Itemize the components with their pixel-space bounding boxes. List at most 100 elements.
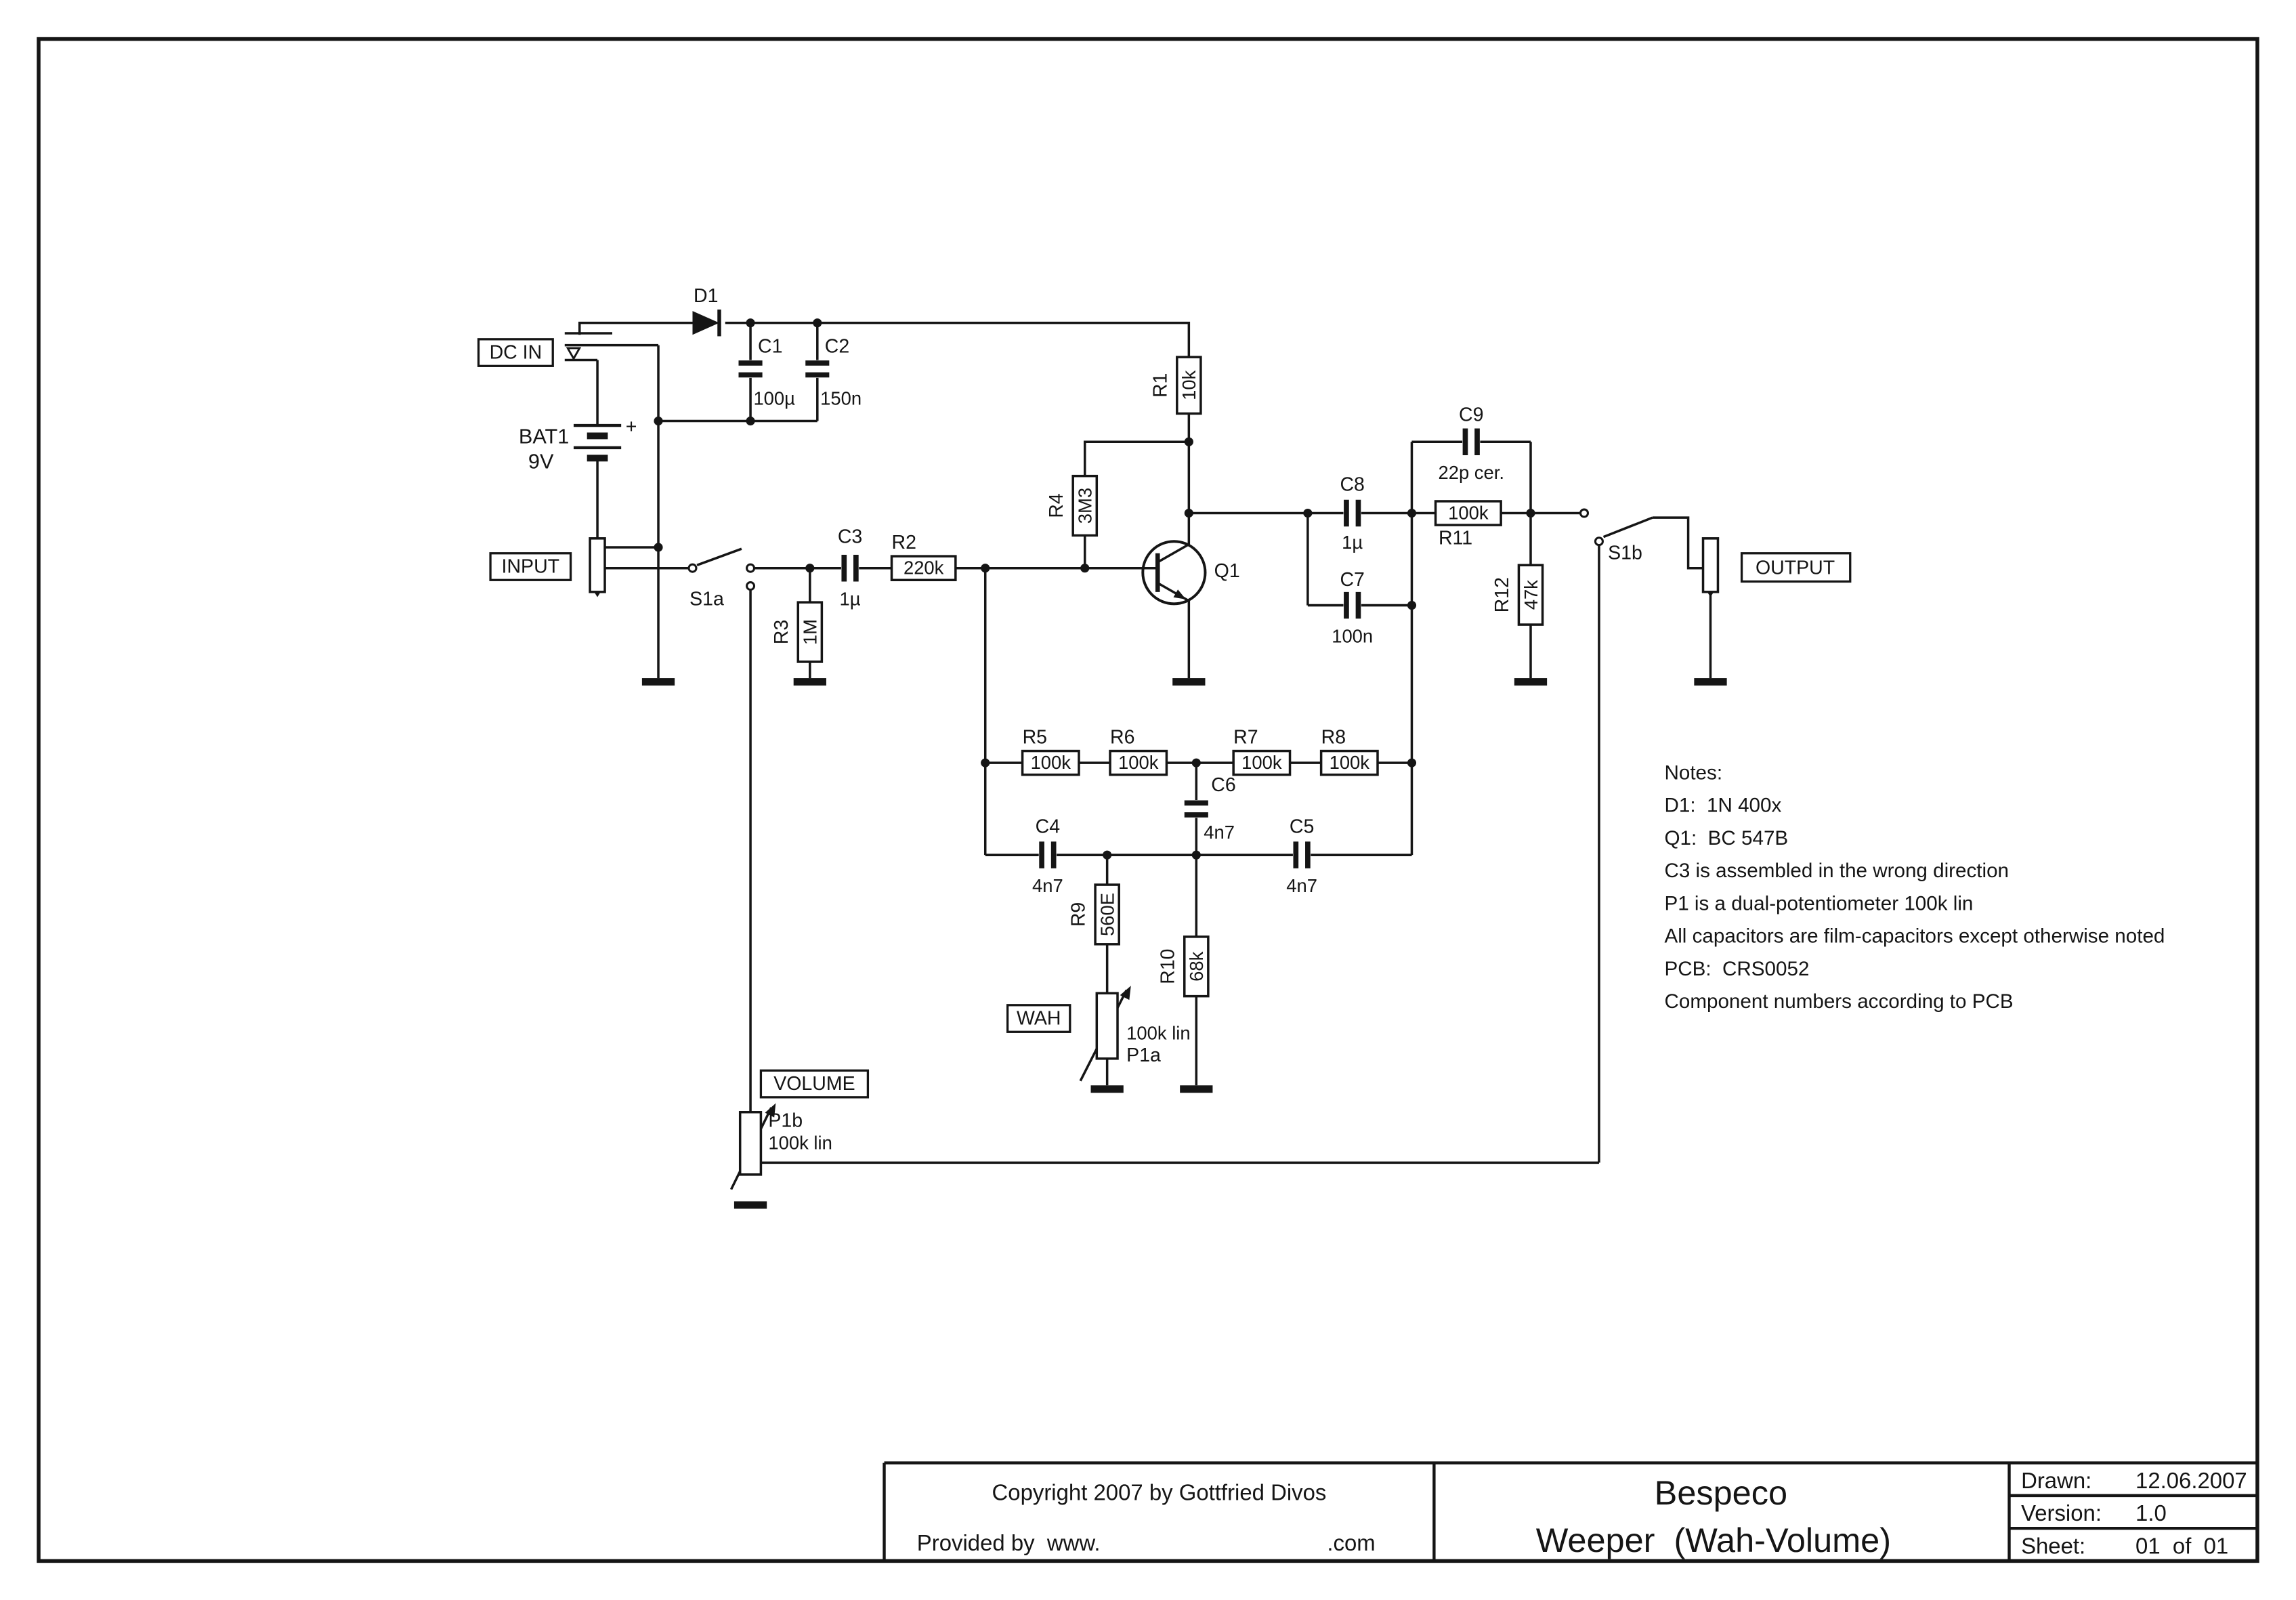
input-connector: INPUT xyxy=(489,537,606,593)
junction-dot xyxy=(654,416,663,426)
cap-value: 1µ xyxy=(840,589,861,610)
junction-dot xyxy=(813,318,822,328)
cap-ref: C7 xyxy=(1340,569,1364,591)
cap-ref: C3 xyxy=(838,526,862,547)
resistor-value: 100k xyxy=(1118,752,1159,773)
junction-dot xyxy=(805,564,815,573)
junction-dot xyxy=(1184,437,1193,446)
cap-plates-icon xyxy=(1184,800,1208,818)
capacitor-c3: C3 1µ xyxy=(838,526,862,609)
resistor-r11: 100k R11 xyxy=(1434,500,1502,549)
ground-symbols xyxy=(641,678,1727,1209)
resistor-body xyxy=(1319,749,1379,776)
switch-terminal xyxy=(746,581,756,591)
resistor-r7: 100k R7 xyxy=(1232,727,1292,776)
capacitor-c4: C4 4n7 xyxy=(1032,816,1063,896)
transistor-ref: Q1 xyxy=(1214,560,1240,582)
switch-ref: S1a xyxy=(689,589,724,610)
cap-ref: C1 xyxy=(758,336,782,358)
junction-dot xyxy=(1303,508,1313,518)
note-line: All capacitors are film-capacitors excep… xyxy=(1664,925,2165,948)
resistor-ref: R10 xyxy=(1157,949,1178,984)
switch-terminal xyxy=(746,563,756,573)
cap-value: 4n7 xyxy=(1032,875,1063,896)
switch-terminal xyxy=(1579,508,1590,518)
diode-icon xyxy=(692,311,719,335)
battery-bat1: BAT1 9V + xyxy=(519,416,637,473)
resistor-r4: 3M3 R4 xyxy=(1046,474,1099,537)
battery-ref: BAT1 xyxy=(519,424,570,448)
resistor-value: 1M xyxy=(800,619,821,645)
resistor-value: 100k xyxy=(1448,502,1489,523)
resistor-body xyxy=(1232,749,1292,776)
resistor-value: 100k xyxy=(1031,752,1071,773)
battery-plus: + xyxy=(626,416,637,438)
dc-in-connector: DC IN xyxy=(477,338,582,367)
pot-value: 100k lin xyxy=(1126,1022,1190,1043)
resistor-body xyxy=(1094,883,1120,946)
capacitor-c6: C6 4n7 xyxy=(1184,774,1236,843)
resistor-r2: 220k R2 xyxy=(890,532,957,582)
resistor-ref: R12 xyxy=(1491,577,1513,612)
input-jack-icon xyxy=(589,537,606,593)
cap-ref: C8 xyxy=(1340,474,1364,496)
ground-icon xyxy=(793,678,826,686)
ground-icon xyxy=(1514,678,1548,686)
transistor-circle-icon xyxy=(1141,540,1207,606)
cap-ref: C2 xyxy=(825,336,849,358)
emitter-arrow-icon xyxy=(1173,589,1186,599)
resistor-body xyxy=(796,601,824,663)
title-block-lines xyxy=(883,1461,2257,1561)
note-line: D1: 1N 400x xyxy=(1664,795,1781,817)
capacitor-c1: C1 100µ xyxy=(738,336,795,408)
cap-plates-icon xyxy=(1462,428,1480,455)
capacitor-c9: C9 22p cer. xyxy=(1438,404,1504,483)
resistor-ref: R3 xyxy=(771,620,792,644)
cap-plates-icon xyxy=(1344,591,1361,619)
diode-d1: D1 xyxy=(692,285,721,337)
version-value: 1.0 xyxy=(2135,1500,2167,1525)
cap-ref: C4 xyxy=(1036,816,1061,837)
resistor-r10: 68k R10 xyxy=(1157,935,1210,998)
output-connector: OUTPUT xyxy=(1701,537,1852,593)
junction-dot xyxy=(746,318,755,328)
diode-ref: D1 xyxy=(694,285,718,307)
resistor-value: 100k xyxy=(1330,752,1370,773)
resistor-value: 47k xyxy=(1521,580,1542,610)
cap-value: 22p cer. xyxy=(1438,462,1504,483)
switch-terminal xyxy=(687,563,698,573)
ground-icon xyxy=(1180,1085,1213,1093)
cap-plates-icon xyxy=(841,554,859,582)
resistor-ref: R8 xyxy=(1321,727,1346,749)
cap-plates-icon xyxy=(1293,841,1311,868)
resistor-body xyxy=(890,555,957,582)
output-jack-icon xyxy=(1701,537,1720,593)
cap-plates-icon xyxy=(738,360,763,378)
junction-dot xyxy=(1191,850,1201,860)
transistor-q1: Q1 xyxy=(1141,540,1240,606)
junction-dot xyxy=(1407,600,1417,610)
pot-body xyxy=(1095,992,1119,1060)
resistor-ref: R1 xyxy=(1149,373,1171,398)
junction-dot xyxy=(1526,508,1535,518)
sheet-value: 01 of 01 xyxy=(2135,1533,2228,1558)
volume-label: VOLUME xyxy=(773,1073,855,1095)
wah-label: WAH xyxy=(1017,1007,1061,1029)
resistor-value: 560E xyxy=(1097,893,1118,936)
potentiometer-p1a: 100k lin P1a WAH xyxy=(1006,986,1191,1066)
resistor-body xyxy=(1183,935,1210,998)
potentiometer-p1b: P1b 100k lin VOLUME xyxy=(738,1069,870,1176)
junction-dot xyxy=(1407,758,1417,767)
resistor-r12: 47k R12 xyxy=(1491,564,1544,626)
cap-value: 150n xyxy=(820,387,862,408)
junction-dot xyxy=(746,416,755,426)
pot-value: 100k lin xyxy=(768,1133,832,1154)
junction-dot xyxy=(981,564,990,573)
capacitor-c2: C2 150n xyxy=(805,336,862,408)
dc-jack-switch-icon xyxy=(566,347,582,361)
note-line: P1 is a dual-potentiometer 100k lin xyxy=(1664,892,1973,914)
junction-dot xyxy=(654,543,663,552)
resistor-value: 68k xyxy=(1186,951,1207,981)
resistor-r9: 560E R9 xyxy=(1068,883,1120,946)
